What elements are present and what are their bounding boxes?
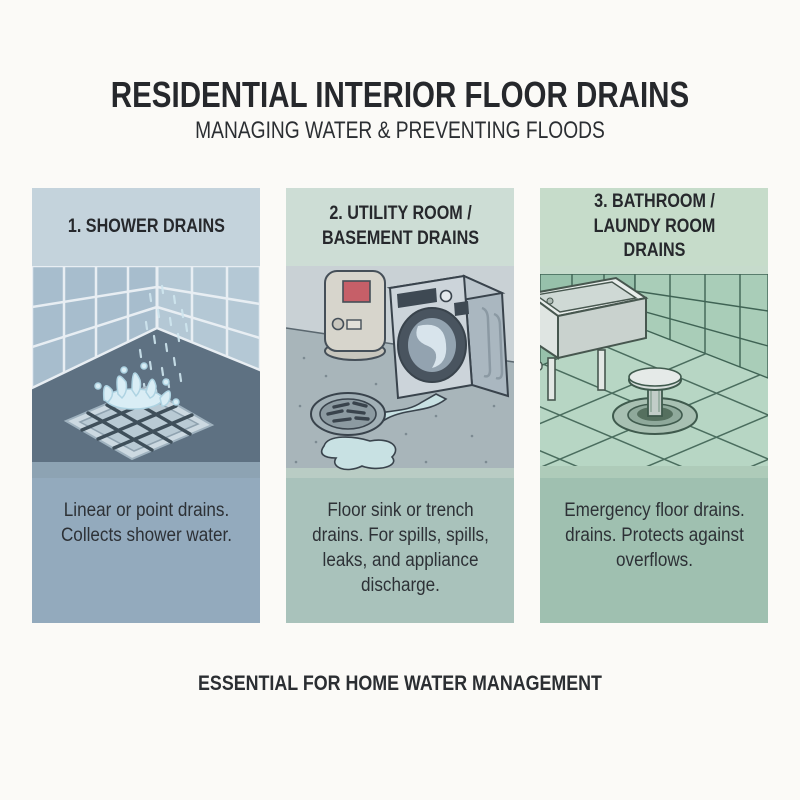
bathroom-scene xyxy=(540,266,768,478)
panel-3-header: 3. BATHROOM / LAUNDY ROOM DRAINS xyxy=(540,188,768,266)
panel-utility-room-drains: 2. UTILITY ROOM / BASEMENT DRAINS xyxy=(286,188,514,623)
shower-floor-edge xyxy=(32,462,260,478)
panel-1-caption-text: Linear or point drains. Collects shower … xyxy=(60,500,232,547)
washer-knob xyxy=(439,289,453,303)
right-tile-wall xyxy=(155,266,260,372)
panel-2-header: 2. UTILITY ROOM / BASEMENT DRAINS xyxy=(286,188,514,266)
panels-row: 1. SHOWER DRAINS xyxy=(32,188,768,623)
washer-display xyxy=(397,288,437,308)
panel-1-header: 1. SHOWER DRAINS xyxy=(32,188,260,266)
sink-leg xyxy=(597,349,606,391)
washer-door xyxy=(397,307,467,383)
heater-valve xyxy=(331,317,345,331)
page-footer: ESSENTIAL FOR HOME WATER MANAGEMENT xyxy=(198,672,602,695)
panel-shower-drains: 1. SHOWER DRAINS xyxy=(32,188,260,623)
water-heater xyxy=(324,270,386,361)
shower-corner-scene xyxy=(32,266,260,478)
panel-3-caption: Emergency floor drains. drains. Protects… xyxy=(540,478,768,623)
panel-2-caption-text: Floor sink or trench drains. For spills,… xyxy=(311,500,489,597)
panel-3-title: 3. BATHROOM / LAUNDY ROOM DRAINS xyxy=(593,190,715,262)
utility-room-scene xyxy=(286,266,514,478)
panel-2-title: 2. UTILITY ROOM / BASEMENT DRAINS xyxy=(321,203,479,249)
utility-room-illustration xyxy=(286,266,514,478)
right-green-tile-wall xyxy=(634,273,768,379)
panel-bathroom-drains: 3. BATHROOM / LAUNDY ROOM DRAINS xyxy=(540,188,768,623)
round-floor-drain xyxy=(310,392,386,436)
panel-2-caption: Floor sink or trench drains. For spills,… xyxy=(286,478,514,623)
shower-drain-illustration xyxy=(32,266,260,478)
utility-sink xyxy=(540,276,649,401)
panel-1-caption: Linear or point drains. Collects shower … xyxy=(32,478,260,623)
panel-1-title: 1. SHOWER DRAINS xyxy=(67,215,225,237)
page-subtitle: MANAGING WATER & PREVENTING FLOODS xyxy=(195,117,605,144)
sink-leg xyxy=(547,357,556,401)
drain-puddle xyxy=(320,436,397,471)
page-title: RESIDENTIAL INTERIOR FLOOR DRAINS xyxy=(110,74,690,115)
water-splash xyxy=(94,362,180,410)
washing-machine xyxy=(386,274,510,400)
popup-floor-drain xyxy=(612,367,698,435)
bathroom-illustration xyxy=(540,266,768,478)
panel-3-caption-text: Emergency floor drains. drains. Protects… xyxy=(563,500,745,572)
heater-warning-label xyxy=(342,280,371,303)
